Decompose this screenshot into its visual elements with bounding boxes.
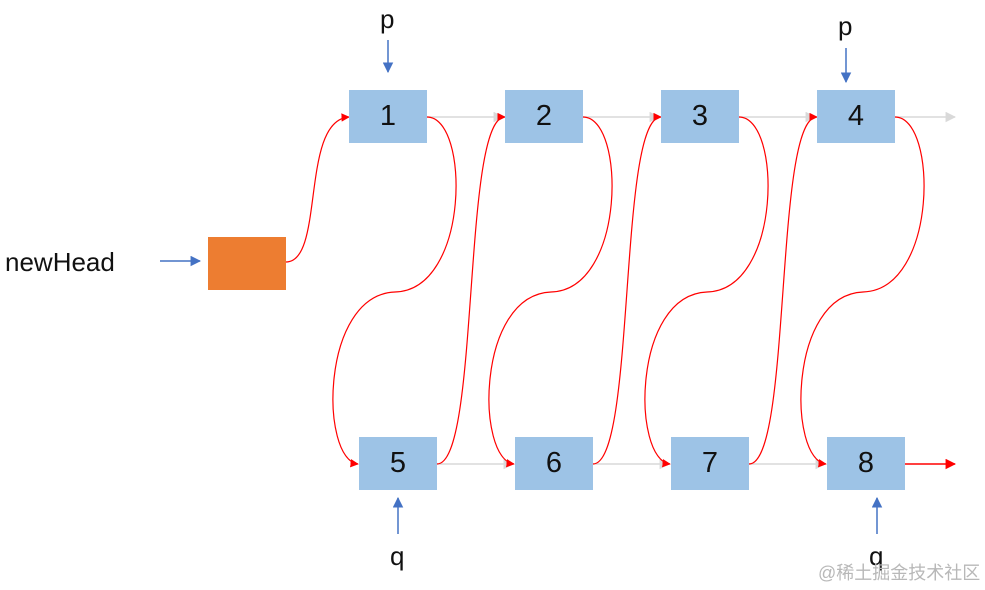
new-head-node — [208, 237, 286, 290]
pointer-p-left-label: p — [380, 4, 395, 34]
link-4-8 — [800, 116, 925, 468]
new-head-label: newHead — [5, 247, 115, 277]
node-2: 2 — [505, 90, 583, 143]
link-7-4 — [748, 112, 818, 465]
node-7: 7 — [671, 437, 749, 490]
node-1: 1 — [349, 90, 427, 143]
watermark: @稀土掘金技术社区 — [818, 563, 981, 583]
pointer-q-label: q — [390, 541, 405, 571]
link-newhead-1 — [285, 113, 350, 263]
node-4: 4 — [817, 90, 895, 143]
node-6: 6 — [515, 437, 593, 490]
pointer-p-right-label: p — [838, 11, 853, 41]
link-5-2 — [436, 112, 506, 465]
link-3-7 — [644, 116, 769, 468]
node-8: 8 — [827, 437, 905, 490]
node-3: 3 — [661, 90, 739, 143]
link-2-6 — [488, 116, 613, 468]
pointer-q-right-label: q — [869, 541, 884, 571]
link-1-5 — [332, 116, 457, 468]
link-6-3 — [592, 112, 662, 465]
node-5: 5 — [359, 437, 437, 490]
